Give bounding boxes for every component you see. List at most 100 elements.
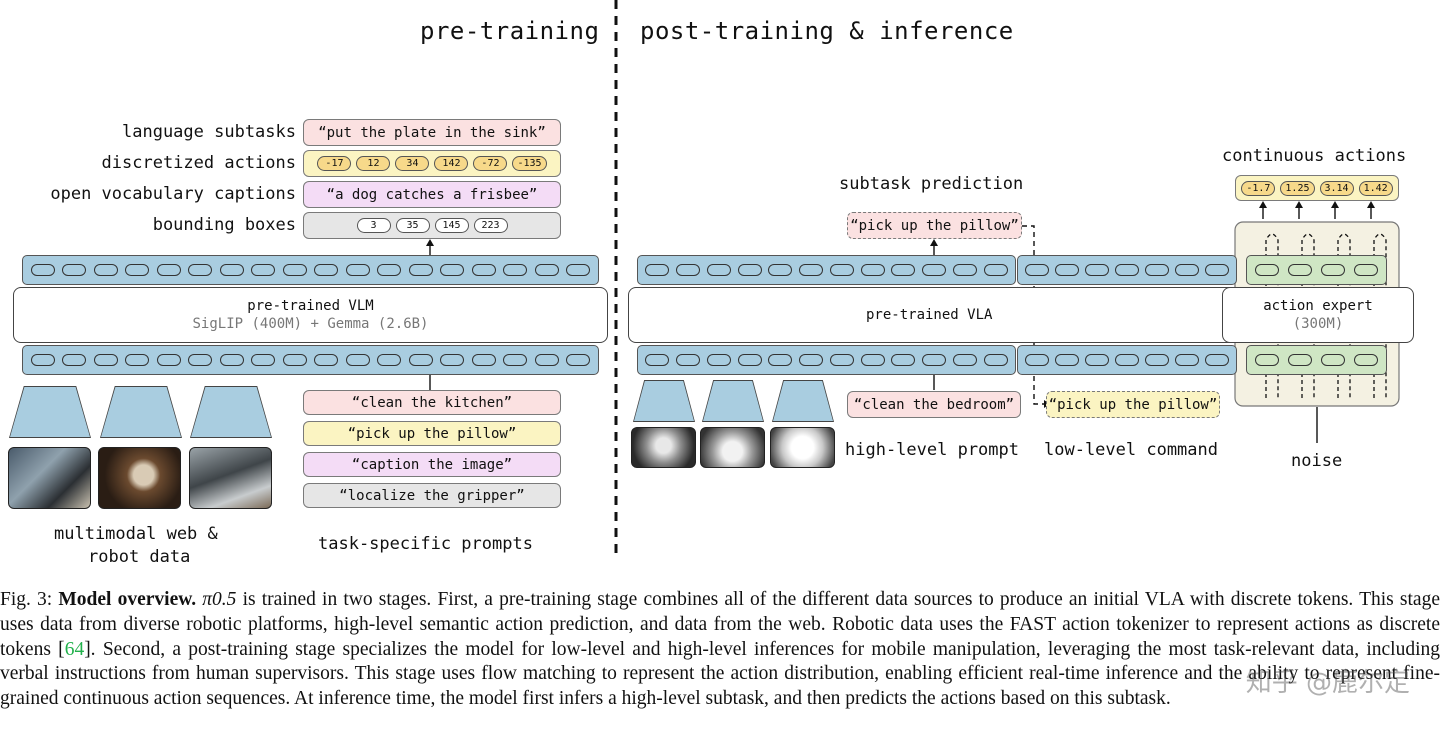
token: [1055, 354, 1079, 366]
token: [1288, 264, 1313, 276]
vla-output-tokens: [637, 255, 1016, 285]
bbox-token: 223: [473, 218, 508, 233]
low-level-command-label: low-level command: [1044, 440, 1218, 460]
token: [1085, 264, 1109, 276]
pretrained-vlm: pre-trained VLM SigLIP (400M) + Gemma (2…: [13, 287, 608, 343]
token: [1115, 354, 1139, 366]
vla-name: pre-trained VLA: [866, 306, 993, 323]
image-encoder: [10, 387, 90, 437]
camera-image-1: [631, 427, 696, 468]
vlm-output-tokens: [22, 255, 599, 285]
token: [62, 354, 87, 366]
prompt-localize-gripper: “localize the gripper”: [303, 483, 561, 508]
vla-command-tokens: [1017, 345, 1237, 375]
language-subtasks-label: language subtasks: [122, 122, 296, 142]
token: [471, 264, 496, 276]
token: [440, 264, 465, 276]
bbox-token: 3: [356, 218, 391, 233]
caption-output: “a dog catches a frisbee”: [303, 181, 561, 208]
caption-prefix: Fig. 3:: [0, 589, 59, 610]
token: [1175, 354, 1199, 366]
action-token: -17: [317, 156, 352, 171]
token: [314, 264, 339, 276]
subtask-prediction-label: subtask prediction: [839, 174, 1024, 194]
watermark: 知乎 @鹿尔定: [1245, 668, 1410, 698]
token: [1255, 264, 1280, 276]
vlm-sub: SigLIP (400M) + Gemma (2.6B): [192, 316, 429, 332]
token: [737, 264, 762, 276]
subtask-prediction-output: “pick up the pillow”: [847, 212, 1022, 239]
expert-name: action expert: [1263, 297, 1373, 314]
action-expert: action expert (300M): [1222, 287, 1414, 343]
token: [125, 354, 150, 366]
token: [829, 264, 854, 276]
token: [408, 264, 433, 276]
token: [860, 354, 885, 366]
token: [1145, 264, 1169, 276]
token: [377, 354, 402, 366]
token: [219, 354, 244, 366]
caption-text-1: is trained in two stages. First, a pre-t…: [0, 589, 1440, 660]
continuous-actions-label: continuous actions: [1222, 146, 1407, 166]
token: [1025, 354, 1049, 366]
high-level-prompt-label: high-level prompt: [845, 440, 1019, 460]
image-encoder: [773, 381, 833, 421]
token: [799, 264, 824, 276]
token: [983, 354, 1008, 366]
token: [125, 264, 150, 276]
action-token: 12: [356, 156, 391, 171]
data-label-2: robot data: [88, 547, 191, 567]
action-token: 142: [434, 156, 469, 171]
token: [1205, 354, 1229, 366]
token: [676, 354, 701, 366]
high-level-prompt: “clean the bedroom”: [847, 391, 1021, 418]
token: [768, 354, 793, 366]
discrete-actions-output: -17 12 34 142 -72 -135: [303, 150, 561, 177]
token: [251, 264, 276, 276]
token: [1055, 264, 1079, 276]
token: [676, 264, 701, 276]
token: [1353, 264, 1378, 276]
token: [1115, 264, 1139, 276]
token: [440, 354, 465, 366]
token: [156, 354, 181, 366]
pre-training-heading: pre-training: [420, 17, 600, 45]
vla-input-tokens: [637, 345, 1016, 375]
prompt-clean-kitchen: “clean the kitchen”: [303, 390, 561, 415]
expert-output-tokens: [1246, 255, 1387, 285]
token: [891, 354, 916, 366]
open-vocab-label: open vocabulary captions: [50, 184, 296, 204]
vlm-name: pre-trained VLM: [247, 297, 374, 314]
action-token: 34: [395, 156, 430, 171]
token: [219, 264, 244, 276]
citation-link[interactable]: 64: [64, 638, 85, 660]
subtask-output: “put the plate in the sink”: [303, 119, 561, 146]
noise-label: noise: [1291, 451, 1343, 471]
token: [1255, 354, 1280, 366]
token: [1085, 354, 1109, 366]
continuous-action-token: 1.42: [1358, 180, 1393, 196]
token: [860, 264, 885, 276]
token: [251, 354, 276, 366]
image-encoder: [703, 381, 763, 421]
token: [566, 354, 591, 366]
expert-input-tokens: [1246, 345, 1387, 375]
token: [93, 354, 118, 366]
token: [62, 264, 87, 276]
token: [188, 264, 213, 276]
image-encoder: [191, 387, 271, 437]
continuous-action-token: 1.25: [1280, 180, 1315, 196]
image-encoder: [101, 387, 181, 437]
robot-data-image: [8, 447, 91, 509]
token: [282, 264, 307, 276]
token: [1320, 354, 1345, 366]
bbox-output: 3 35 145 223: [303, 212, 561, 239]
token: [566, 264, 591, 276]
web-data-image: [98, 447, 181, 509]
caption-title: Model overview.: [58, 589, 197, 610]
action-token: -72: [473, 156, 508, 171]
bbox-token: 145: [434, 218, 469, 233]
token: [30, 264, 55, 276]
camera-image-3: [770, 427, 835, 468]
data-label-1: multimodal web &: [54, 524, 218, 544]
